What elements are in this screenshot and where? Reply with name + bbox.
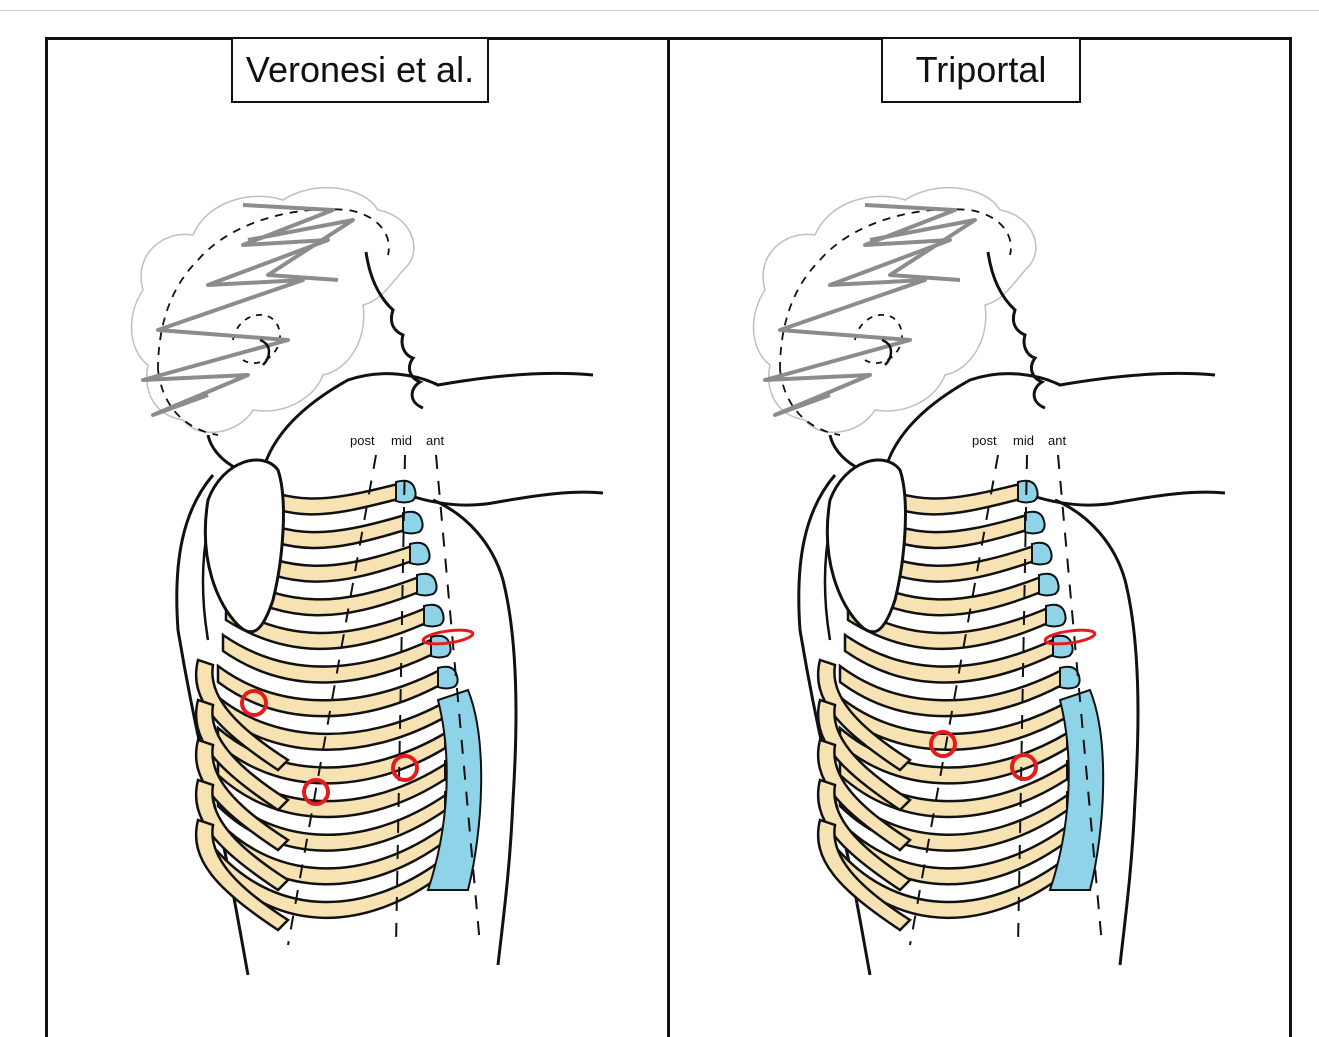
axillary-label-ant: ant: [426, 433, 444, 448]
costal-cartilage: [1039, 574, 1059, 596]
costal-cartilage: [424, 605, 444, 627]
axillary-label-post: post: [972, 433, 997, 448]
head-cloud-outline: [754, 188, 1036, 433]
shoulder-arm-top: [830, 373, 1215, 472]
costal-cartilage: [417, 574, 437, 596]
costal-cartilage: [1025, 512, 1045, 534]
costal-cartilage: [396, 481, 416, 503]
costal-cartilage: [1053, 636, 1073, 658]
scapula: [827, 460, 905, 632]
axillary-label-mid: mid: [1013, 433, 1034, 448]
costal-cartilage: [403, 512, 423, 534]
axillary-label-post: post: [350, 433, 375, 448]
head-cloud-outline: [132, 188, 414, 433]
costal-cartilage: [410, 543, 430, 565]
costal-cartilage: [431, 636, 451, 658]
costal-cartilage: [1032, 543, 1052, 565]
costal-cartilage: [1018, 481, 1038, 503]
axillary-label-ant: ant: [1048, 433, 1066, 448]
axillary-label-mid: mid: [391, 433, 412, 448]
top-rule: [0, 10, 1319, 11]
face-profile: [988, 252, 1045, 408]
costal-cartilage: [1046, 605, 1066, 627]
scapula: [205, 460, 283, 632]
face-profile: [366, 252, 423, 408]
shoulder-arm-top: [208, 373, 593, 472]
